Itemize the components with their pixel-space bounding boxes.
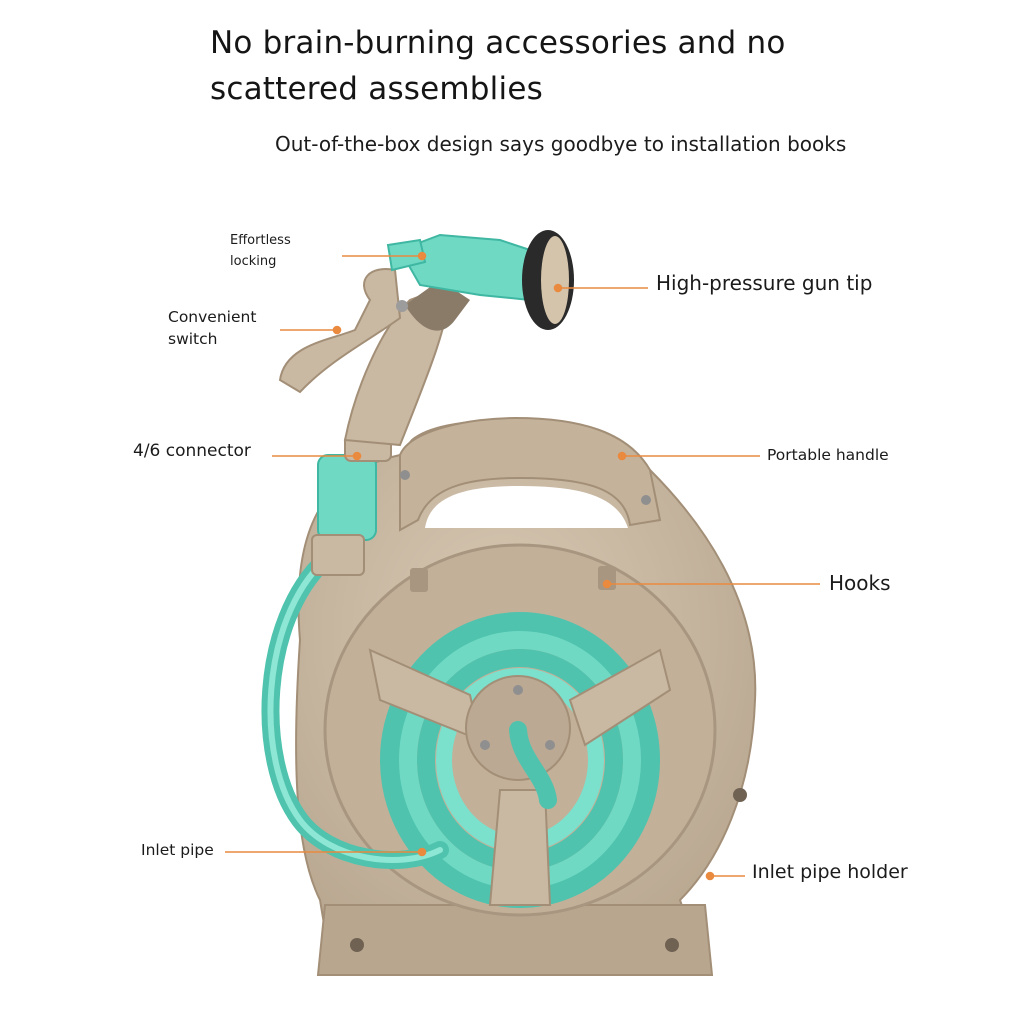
callout-portable-handle: Portable handle (767, 446, 889, 464)
callout-gun-tip: High-pressure gun tip (656, 271, 873, 295)
callout-line: switch (168, 330, 218, 348)
callout-inlet-pipe: Inlet pipe (141, 841, 214, 859)
subheadline: Out-of-the-box design says goodbye to in… (275, 132, 847, 156)
callout-connector: 4/6 connector (133, 441, 251, 461)
leader-lines (225, 251, 820, 881)
locking-latch (386, 238, 427, 272)
gun-trigger (278, 268, 402, 394)
callout-effortless-locking: Effortless locking (230, 230, 291, 272)
callout-hooks: Hooks (829, 571, 891, 595)
callout-line: locking (230, 254, 277, 269)
callout-line: Effortless (230, 233, 291, 248)
base-hole-right (665, 938, 679, 952)
callout-convenient-switch: Convenient switch (168, 306, 256, 350)
screw (400, 470, 410, 480)
base-hole-left (350, 938, 364, 952)
handle-opening (425, 486, 628, 528)
screw (641, 495, 651, 505)
callout-line: Convenient (168, 308, 257, 326)
callout-inlet-pipe-holder: Inlet pipe holder (752, 861, 908, 883)
portable-handle (399, 416, 662, 532)
reel-spokes (368, 648, 672, 906)
gun-screw (396, 300, 408, 312)
hook-left (410, 568, 428, 592)
spray-gun (278, 230, 574, 447)
headline: No brain-burning accessories and no scat… (210, 25, 786, 107)
side-hole (733, 788, 747, 802)
